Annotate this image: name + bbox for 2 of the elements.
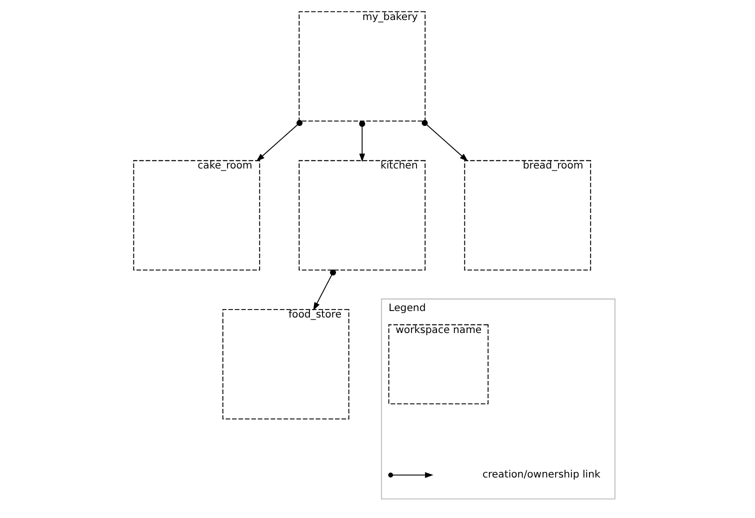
legend-label: workspace name xyxy=(395,324,482,336)
legend-label: creation/ownership link xyxy=(482,470,600,481)
